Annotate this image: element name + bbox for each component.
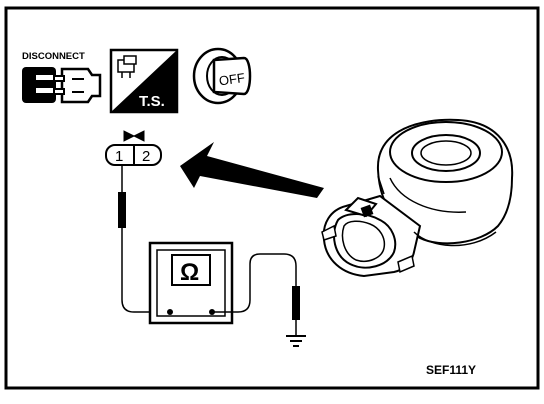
connector-disconnect-icon xyxy=(22,67,102,104)
ignition-key-off-icon: OFF xyxy=(192,47,252,105)
pointer-arrow xyxy=(180,142,324,198)
terminal-2: 2 xyxy=(142,148,150,165)
figure-code: SEF111Y xyxy=(426,363,476,377)
key-off-label: OFF xyxy=(218,70,246,88)
knock-sensor-icon xyxy=(321,118,514,278)
disconnect-icon-group: DISCONNECT xyxy=(22,51,102,104)
ohmmeter-icon: Ω xyxy=(148,241,234,325)
ohm-symbol: Ω xyxy=(180,259,199,286)
disconnect-label: DISCONNECT xyxy=(22,51,85,62)
probe-lead-left xyxy=(118,165,168,313)
tester-label: T.S. xyxy=(139,93,165,110)
probe-lead-right xyxy=(214,253,300,336)
connector-terminals: 1 2 xyxy=(105,130,162,166)
tester-icon: T.S. xyxy=(109,48,179,114)
ground-icon xyxy=(286,335,306,347)
terminal-1: 1 xyxy=(115,148,123,165)
